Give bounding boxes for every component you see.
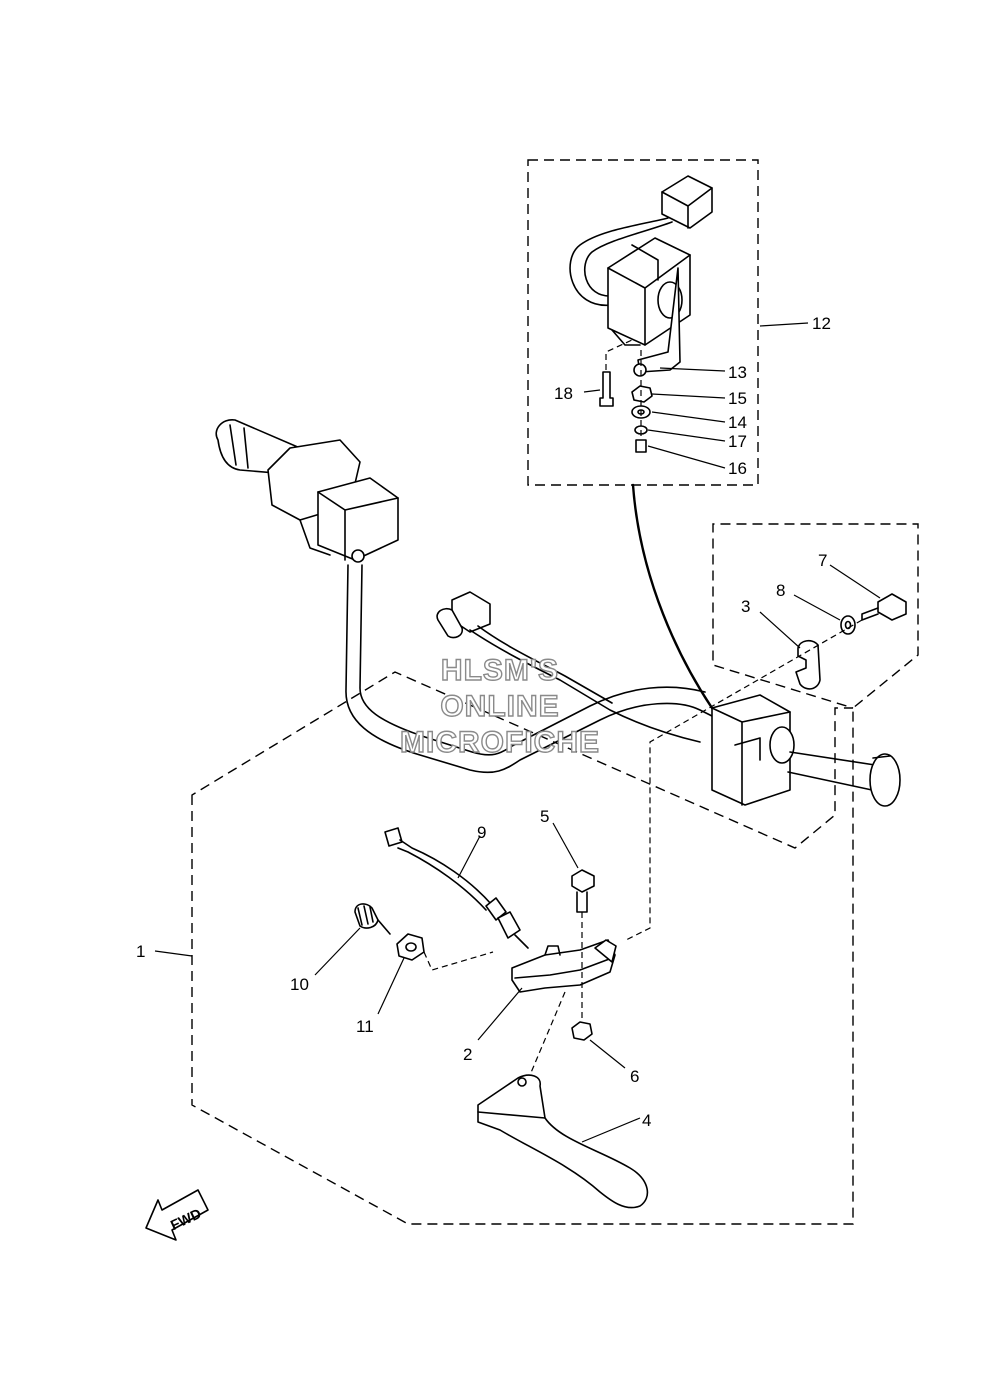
callout-2: 2 <box>463 1045 472 1064</box>
callout-18: 18 <box>554 384 573 403</box>
right-clamp-parts <box>625 593 907 941</box>
part-3-clamp <box>795 639 821 690</box>
part-7-bolt <box>877 593 907 621</box>
left-control-box <box>317 477 399 561</box>
part-15-nut <box>631 385 653 403</box>
callout-1: 1 <box>136 942 145 961</box>
watermark: HLSM'S ONLINE MICROFICHE <box>399 653 600 759</box>
wiring-harness <box>436 591 701 743</box>
leader-lines <box>154 322 881 1143</box>
lever-assembly <box>354 827 649 1209</box>
watermark-line-3: MICROFICHE <box>400 726 600 759</box>
right-switch-housing <box>631 483 901 807</box>
watermark-line-2: ONLINE <box>440 690 559 723</box>
callout-7: 7 <box>818 551 827 570</box>
callout-4: 4 <box>642 1111 651 1130</box>
callout-14: 14 <box>728 413 747 432</box>
fwd-arrow: FWD <box>145 1189 209 1241</box>
left-grip-assembly <box>215 419 721 774</box>
part-16-screw <box>635 439 647 453</box>
part-2-lever-bracket <box>511 939 616 993</box>
callout-10: 10 <box>290 975 309 994</box>
part-6-nut <box>571 1021 593 1041</box>
part-9-cable-connector <box>384 827 403 847</box>
callout-5: 5 <box>540 807 549 826</box>
callout-labels: 1 2 3 4 5 6 7 8 9 10 11 12 13 14 15 16 1… <box>136 314 831 1130</box>
switch-12-boundary <box>527 159 759 486</box>
switch-12-detail <box>569 175 713 453</box>
part-18-bolt <box>599 371 614 407</box>
callout-15: 15 <box>728 389 747 408</box>
callout-3: 3 <box>741 597 750 616</box>
callout-17: 17 <box>728 432 747 451</box>
callout-9: 9 <box>477 823 486 842</box>
watermark-line-1: HLSM'S <box>441 654 559 687</box>
part-4-lever <box>477 1074 649 1209</box>
assembly-1-boundary <box>191 523 919 1225</box>
callout-11: 11 <box>356 1017 374 1036</box>
switch-connector <box>661 175 713 229</box>
handlebar <box>345 564 721 774</box>
callout-8: 8 <box>776 581 785 600</box>
callout-13: 13 <box>728 363 747 382</box>
callout-6: 6 <box>630 1067 639 1086</box>
right-grip-end <box>869 753 901 807</box>
part-5-bolt <box>571 869 595 893</box>
callout-12: 12 <box>812 314 831 333</box>
callout-16: 16 <box>728 459 747 478</box>
